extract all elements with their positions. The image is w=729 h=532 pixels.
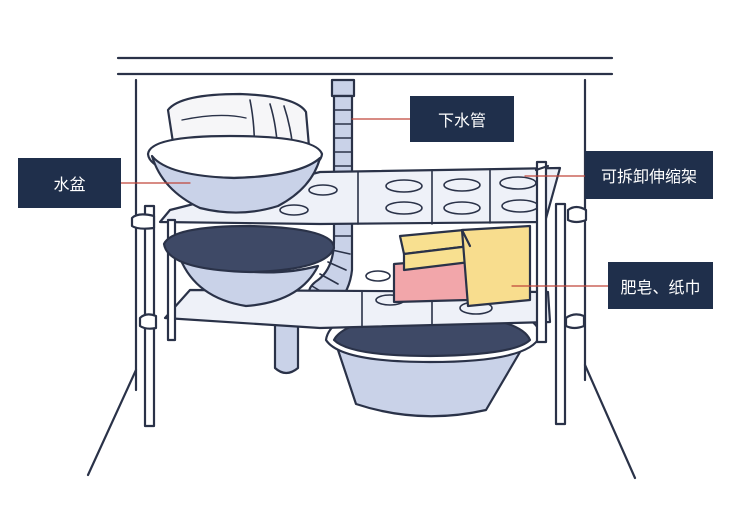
drain-pipe-label: 下水管 xyxy=(410,96,514,142)
middle-basin xyxy=(162,224,336,308)
soap-and-tissue xyxy=(392,224,532,308)
rack-legs xyxy=(130,160,588,428)
lower-basin xyxy=(324,300,542,418)
basin-label: 水盆 xyxy=(18,158,121,208)
rack-label: 可拆卸伸缩架 xyxy=(585,151,713,199)
upper-basin-with-towel xyxy=(146,92,324,214)
drain-trap xyxy=(260,320,312,375)
cabinet-frame xyxy=(86,56,637,480)
soap-tissue-label: 肥皂、纸巾 xyxy=(608,262,713,309)
leader-lines xyxy=(120,118,609,287)
